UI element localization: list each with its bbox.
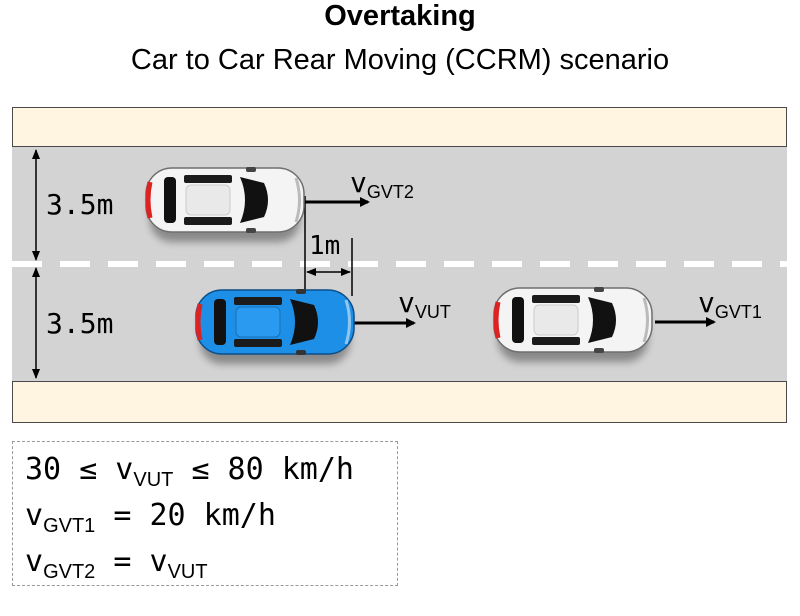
gvt1-car-icon [493,287,653,362]
formula-gvt1-speed: vGVT1 = 20 km/h [25,498,276,537]
top-shoulder [12,107,787,147]
diagram-title: Overtaking [324,0,476,32]
gvt1-velocity-label: vGVT1 [698,286,762,322]
speed-conditions-box: 30 ≤ vVUT ≤ 80 km/h vGVT1 = 20 km/h vGVT… [12,441,398,586]
bottom-shoulder [12,381,787,423]
formula-gvt2-speed: vGVT2 = vVUT [25,544,208,583]
lane-width-label-top: 3.5m [46,188,114,221]
diagram-subtitle: Car to Car Rear Moving (CCRM) scenario [130,44,670,76]
vut-velocity-label: vVUT [398,286,451,322]
lane-width-label-bottom: 3.5m [46,307,114,340]
gvt2-velocity-label: vGVT2 [350,166,414,202]
gvt2-car-icon [145,167,305,242]
vut-car-icon [195,289,355,364]
gap-label: 1m [309,231,341,261]
formula-vut-range: 30 ≤ vVUT ≤ 80 km/h [25,452,354,491]
